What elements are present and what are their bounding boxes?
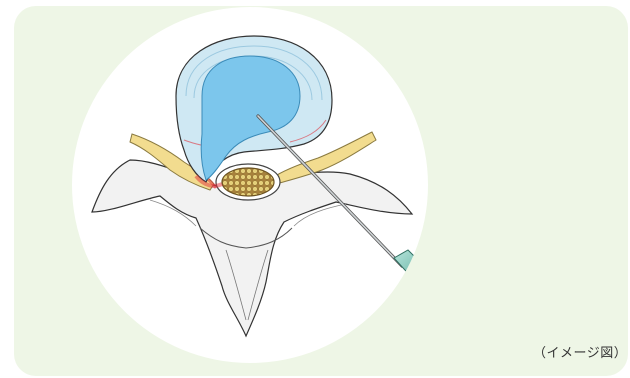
caption-label: （イメージ図） [533, 342, 627, 361]
spinal-cord [222, 168, 274, 196]
syringe-hub [394, 250, 500, 350]
